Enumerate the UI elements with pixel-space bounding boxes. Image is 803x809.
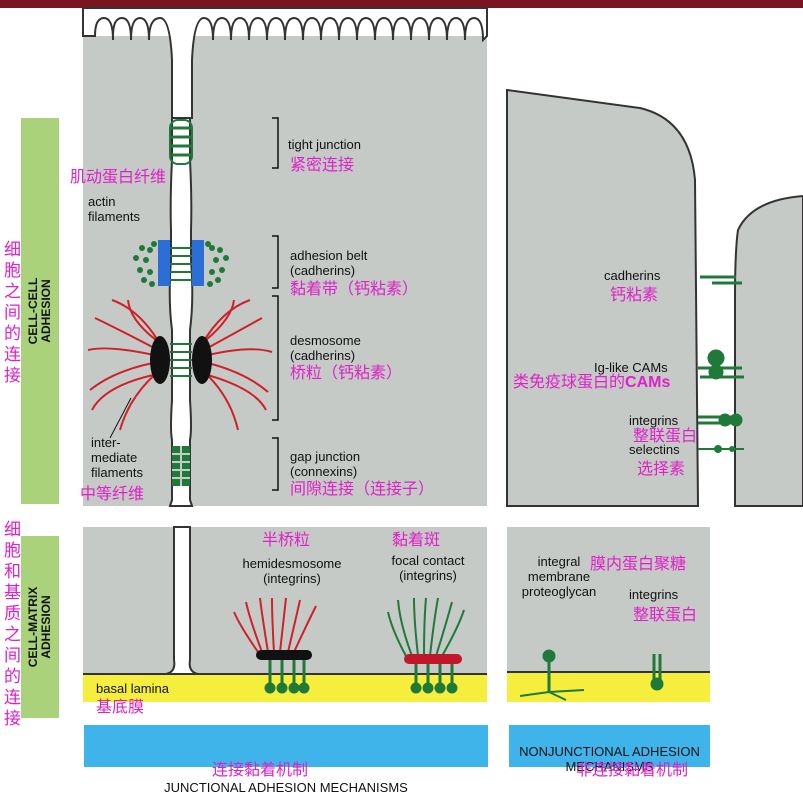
cell-matrix-adhesion-label: CELL-MATRIX ADHESION <box>26 586 53 668</box>
intercellular-space <box>168 117 194 507</box>
gap-junction-zh: 间隙连接（连接子） <box>290 479 435 498</box>
right-matrix-panel <box>507 527 710 702</box>
desmosome-zh: 桥粒（钙粘素） <box>290 363 403 382</box>
ig-cams-zh-prefix: 类免疫球蛋白的 <box>513 372 626 391</box>
tight-junction-label: tight junction <box>288 137 361 152</box>
adhesion-belt-label: adhesion belt (cadherins) <box>290 248 368 278</box>
cell-cell-sidebar: CELL-CELL ADHESION <box>21 118 59 504</box>
nonjunctional-banner-label: NONJUNCTIONAL ADHESION MECHANISMS <box>519 744 700 774</box>
junctional-banner-label: JUNCTIONAL ADHESION MECHANISMS <box>164 780 408 795</box>
nonjunctional-banner: NONJUNCTIONAL ADHESION MECHANISMS <box>509 725 710 774</box>
top-edge-strip <box>0 0 803 8</box>
focal-contact-zh: 黏着斑 <box>392 530 441 549</box>
tight-junction-structure <box>169 119 193 165</box>
desmosome-structure <box>87 299 273 431</box>
adhesion-belt-zh: 黏着带（钙粘素） <box>290 279 419 298</box>
junctional-banner-zh: 连接黏着机制 <box>212 760 309 779</box>
selectin-molecules <box>698 445 744 453</box>
actin-filaments-zh: 肌动蛋白纤维 <box>70 167 167 186</box>
focal-contact-label: focal contact (integrins) <box>391 553 465 583</box>
basal-lamina-zh: 基底膜 <box>96 697 145 716</box>
right-cell-left <box>506 88 700 507</box>
right-cell-panel <box>506 36 803 507</box>
left-cell-panel <box>82 7 488 507</box>
matrix-integrin-molecule <box>650 654 664 691</box>
adhesion-belt-structure <box>133 240 229 287</box>
nonjunctional-banner-zh: 非连接黏着机制 <box>576 760 689 779</box>
selectins-label: selectins <box>629 442 680 457</box>
adhesion-diagram <box>0 0 803 702</box>
basal-lamina-right <box>507 672 710 702</box>
matrix-integrins-label: integrins <box>629 587 679 602</box>
cell-cell-chinese-label: 细胞之间的连接 <box>4 240 21 386</box>
ig-cam-molecules <box>698 349 744 380</box>
if-pointer <box>109 397 132 439</box>
ig-cams-zh: 类免疫球蛋白的CAMs <box>513 372 670 393</box>
tight-junction-zh: 紧密连接 <box>290 155 355 174</box>
cell-matrix-sidebar: CELL-MATRIX ADHESION <box>21 536 59 718</box>
proteoglycan-molecule <box>519 649 585 701</box>
gap-junction-label: gap junction (connexins) <box>290 449 361 479</box>
left-cell-background <box>83 36 487 506</box>
actin-filaments-label: actin filaments <box>88 194 141 224</box>
microvilli <box>82 7 488 119</box>
hemidesmosome-zh: 半桥粒 <box>262 530 311 549</box>
intermediate-filaments-zh: 中等纤维 <box>80 484 145 503</box>
matrix-integrins-zh: 整联蛋白 <box>633 605 698 624</box>
cadherin-molecules <box>700 275 742 285</box>
gap-junction-structure <box>172 446 190 486</box>
cadherins-label: cadherins <box>604 268 661 283</box>
cell-cell-adhesion-label: CELL-CELL ADHESION <box>26 277 53 345</box>
cell-matrix-chinese-label: 细胞和基质之间的连接 <box>4 520 21 729</box>
selectins-zh: 选择素 <box>637 459 686 478</box>
ig-cams-label: Ig-like CAMs <box>594 360 668 375</box>
integrins-zh: 整联蛋白 <box>633 426 698 445</box>
desmosome-label: desmosome (cadherins) <box>290 333 361 363</box>
proteoglycan-zh: 膜内蛋白聚糖 <box>590 554 687 573</box>
hemidesmosome-structure <box>233 597 317 694</box>
hemidesmosome-label: hemidesmosome (integrins) <box>242 556 342 586</box>
label-brackets <box>272 117 279 491</box>
basal-lamina-label: basal lamina <box>96 681 169 696</box>
focal-contact-structure <box>387 597 465 694</box>
integrin-molecules <box>698 413 743 427</box>
proteoglycan-label: integral membrane proteoglycan <box>521 554 597 599</box>
intermediate-filaments-label: inter- mediate filaments <box>91 435 144 480</box>
ig-cams-zh-suffix: CAMs <box>625 374 671 391</box>
integrins-label: integrins <box>629 413 679 428</box>
right-cell-right <box>734 194 803 507</box>
cadherins-zh: 钙粘素 <box>610 285 659 304</box>
